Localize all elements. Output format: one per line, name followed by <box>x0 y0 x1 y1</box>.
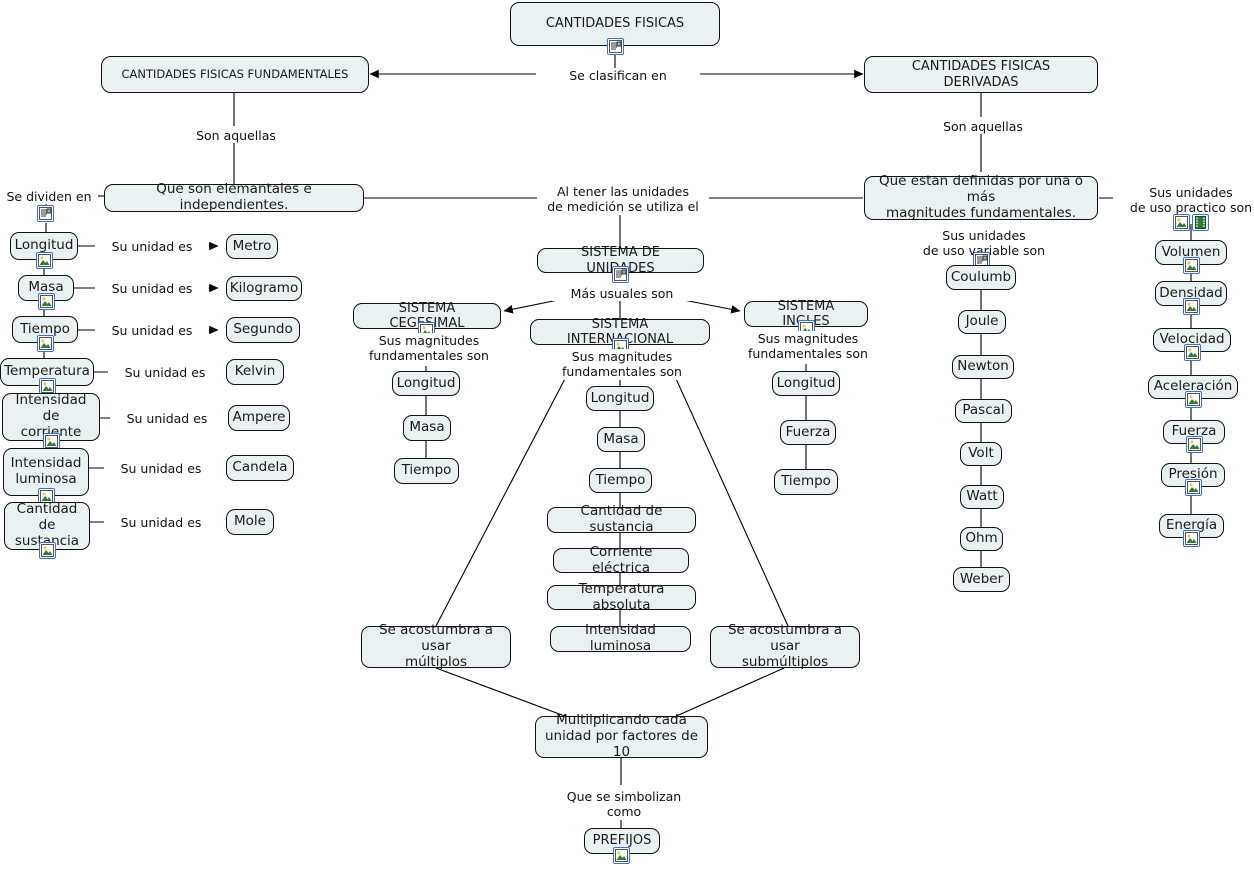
node-unidad-practica-4[interactable]: Fuerza <box>1163 420 1225 444</box>
picture-icon[interactable] <box>35 252 53 269</box>
node-unidad-variable-5[interactable]: Watt <box>960 485 1004 509</box>
node-se-acostumbra-submultiplos[interactable]: Se acostumbra a usar submúltiplos <box>710 622 860 670</box>
node-unidad-variable-0[interactable]: Coulumb <box>946 265 1016 290</box>
film-icon[interactable] <box>1192 214 1209 231</box>
link-label-se-clasifican-en: Se clasifican en <box>536 68 700 84</box>
link-label-su-unidad-es-4: Su unidad es <box>110 411 224 427</box>
picture-icon[interactable] <box>1182 298 1200 315</box>
link-label-son-aquellas-izquierda: Son aquellas <box>174 128 298 144</box>
node-unidad-6[interactable]: Mole <box>226 509 274 535</box>
node-unidad-variable-1[interactable]: Joule <box>958 310 1006 334</box>
node-magnitud-4[interactable]: Intensidad de corriente <box>2 392 100 441</box>
note-icon[interactable] <box>37 205 54 222</box>
link-label-mas-usuales-son: Más usuales son <box>552 286 692 302</box>
picture-icon[interactable] <box>37 488 55 505</box>
link-label-al-tener-unidades: Al tener las unidades de medición se uti… <box>537 184 709 215</box>
picture-icon[interactable] <box>1182 257 1200 274</box>
picture-icon[interactable] <box>1184 391 1202 408</box>
note-icon[interactable] <box>612 266 629 283</box>
node-unidad-variable-7[interactable]: Weber <box>953 567 1010 592</box>
node-unidad-3[interactable]: Kelvin <box>226 359 284 385</box>
node-internacional-1[interactable]: Masa <box>597 427 645 452</box>
link-label-su-unidad-es-0: Su unidad es <box>95 239 209 255</box>
node-unidad-5[interactable]: Candela <box>226 455 294 481</box>
note-icon[interactable] <box>973 252 990 269</box>
node-unidad-variable-3[interactable]: Pascal <box>955 399 1012 423</box>
link-label-su-unidad-es-6: Su unidad es <box>104 515 218 531</box>
link-label-su-unidad-es-2: Su unidad es <box>95 323 209 339</box>
node-unidad-1[interactable]: Kilogramo <box>226 276 302 301</box>
link-label-sus-magnitudes-cegesimal: Sus magnitudes fundamentales son <box>352 333 506 364</box>
node-cantidades-fisicas-derivadas[interactable]: CANTIDADES FISICAS DERIVADAS <box>864 56 1098 93</box>
picture-icon[interactable] <box>613 847 630 864</box>
node-que-estan-definidas[interactable]: Que estan definidas por una o más magnit… <box>864 173 1098 221</box>
node-ingles-1[interactable]: Fuerza <box>780 420 836 445</box>
link-label-sus-magnitudes-ingles: Sus magnitudes fundamentales son <box>731 331 885 362</box>
node-internacional-6[interactable]: Intensidad luminosa <box>550 622 691 654</box>
node-internacional-5[interactable]: Temperatura absoluta <box>547 581 696 612</box>
picture-icon[interactable] <box>1183 344 1201 361</box>
node-unidad-4[interactable]: Ampere <box>228 405 290 431</box>
picture-icon[interactable] <box>1185 436 1203 453</box>
picture-icon[interactable] <box>37 293 55 310</box>
link-label-su-unidad-es-3: Su unidad es <box>108 365 222 381</box>
note-icon[interactable] <box>607 38 624 55</box>
link-label-que-se-simbolizan-como: Que se simbolizan como <box>546 789 702 820</box>
node-unidad-variable-4[interactable]: Volt <box>960 442 1002 466</box>
node-cegesimal-2[interactable]: Tiempo <box>394 458 459 484</box>
node-multiplicando-factores[interactable]: Multilplicando cada unidad por factores … <box>535 712 708 760</box>
link-label-son-aquellas-derecha: Son aquellas <box>921 119 1045 135</box>
link-label-sus-magnitudes-internacional: Sus magnitudes fundamentales son <box>545 349 699 380</box>
node-internacional-2[interactable]: Tiempo <box>589 468 652 493</box>
node-unidad-2[interactable]: Segundo <box>226 317 300 343</box>
node-unidad-variable-2[interactable]: Newton <box>952 355 1014 379</box>
node-cegesimal-0[interactable]: Longitud <box>392 371 460 396</box>
picture-icon[interactable] <box>38 542 56 559</box>
node-internacional-3[interactable]: Cantidad de sustancia <box>547 503 696 535</box>
node-internacional-4[interactable]: Corriente eléctrica <box>553 544 689 575</box>
node-cantidades-fisicas-fundamentales[interactable]: CANTIDADES FISICAS FUNDAMENTALES <box>101 56 369 93</box>
link-label-su-unidad-es-1: Su unidad es <box>95 281 209 297</box>
link-label-su-unidad-es-5: Su unidad es <box>104 461 218 477</box>
link-label-se-dividen-en: Se dividen en <box>0 189 98 205</box>
node-ingles-0[interactable]: Longitud <box>772 371 840 396</box>
node-cegesimal-1[interactable]: Masa <box>403 415 451 441</box>
picture-icon[interactable] <box>1184 479 1202 496</box>
node-unidad-variable-6[interactable]: Ohm <box>960 527 1003 551</box>
node-se-acostumbra-multiplos[interactable]: Se acostumbra a usar múltiplos <box>361 622 511 670</box>
picture-icon[interactable] <box>36 335 54 352</box>
node-unidad-0[interactable]: Metro <box>226 234 278 259</box>
picture-icon[interactable] <box>1183 530 1200 547</box>
node-que-son-elementales[interactable]: Que son elemantales e independientes. <box>104 181 364 213</box>
picture-icon[interactable] <box>1173 214 1190 231</box>
node-internacional-0[interactable]: Longitud <box>586 386 654 411</box>
node-magnitud-3[interactable]: Temperatura <box>0 358 94 386</box>
link-label-uso-practico: Sus unidades de uso practico son <box>1113 185 1254 216</box>
node-ingles-2[interactable]: Tiempo <box>774 469 838 495</box>
